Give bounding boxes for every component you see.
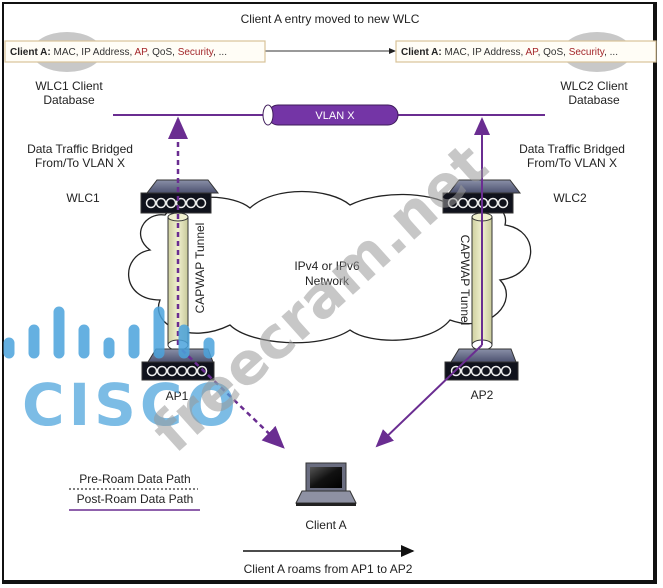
legend-pre-roam-label: Pre-Roam Data Path	[79, 472, 190, 486]
wlc2-bridge-label-1: Data Traffic Bridged	[519, 142, 625, 156]
ap1-label: AP1	[166, 389, 189, 403]
wlc1-client-record	[4, 40, 266, 63]
diagram-frame	[2, 2, 657, 584]
vlan-x-label: VLAN X	[315, 110, 355, 122]
network-label-1: IPv4 or IPv6	[294, 259, 360, 273]
wlc2-db-label-2: Database	[568, 93, 620, 107]
wlc2-label: WLC2	[553, 191, 587, 205]
wlc1-db-label-1: WLC1 Client	[35, 79, 103, 93]
wlc1-bridge-label-1: Data Traffic Bridged	[27, 142, 133, 156]
ap2-device-icon	[444, 348, 519, 381]
tunnel-1-label: CAPWAP Tunnel	[193, 223, 207, 314]
wlc2-db-label-1: WLC2 Client	[560, 79, 628, 93]
ip-network-cloud	[127, 190, 532, 344]
roam-caption: Client A roams from AP1 to AP2	[244, 562, 413, 576]
wlc2-client-record	[395, 40, 657, 63]
laptop-icon	[295, 462, 357, 506]
wlc1-db-label-2: Database	[43, 93, 95, 107]
ap2-label: AP2	[471, 388, 494, 402]
wlc2-device-icon	[442, 179, 522, 214]
diagram-title: Client A entry moved to new WLC	[241, 12, 420, 26]
wlc2-record-text: Client A: MAC, IP Address, AP, QoS, Secu…	[401, 47, 618, 58]
wlc1-device-icon	[140, 179, 220, 214]
wlc1-bridge-label-2: From/To VLAN X	[35, 156, 125, 170]
post-roam-path-client	[375, 344, 483, 448]
client-a-label: Client A	[305, 518, 346, 532]
network-label-2: Network	[305, 274, 350, 288]
cisco-logo-text: CISCO	[22, 371, 240, 439]
legend-post-roam-label: Post-Roam Data Path	[77, 492, 194, 506]
wlc2-bridge-label-2: From/To VLAN X	[527, 156, 617, 170]
wlc1-label: WLC1	[66, 191, 100, 205]
vlan-pipe-end	[262, 104, 274, 126]
wlc1-record-text: Client A: MAC, IP Address, AP, QoS, Secu…	[10, 47, 227, 58]
tunnel-2-label: CAPWAP Tunnel	[458, 235, 472, 326]
legend: Pre-Roam Data Path Post-Roam Data Path	[69, 472, 200, 511]
cisco-logo-watermark: CISCO	[3, 306, 240, 439]
